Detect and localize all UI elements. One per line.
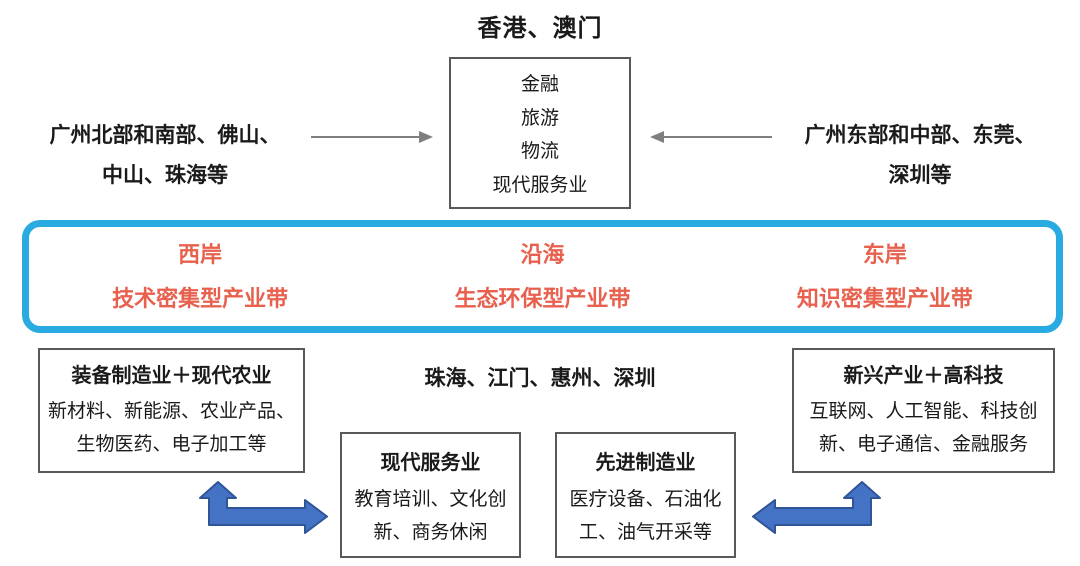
coastal-cities-label: 珠海、江门、惠州、深圳 <box>424 367 656 390</box>
box-detail-line: 新材料、新能源、农业产品、 <box>47 401 295 422</box>
west-source-label: 广州北部和南部、佛山、 中山、珠海等 <box>25 116 305 196</box>
belt-west: 西岸 技术密集型产业带 <box>29 227 371 326</box>
box-title: 装备制造业＋现代农业 <box>71 365 272 387</box>
east-source-line: 深圳等 <box>888 164 952 187</box>
belt-type: 生态环保型产业带 <box>454 286 631 311</box>
belt-name: 西岸 <box>178 242 223 267</box>
belt-type: 知识密集型产业带 <box>796 286 973 311</box>
advanced-manufacturing-box: 先进制造业 医疗设备、石油化 工、油气开采等 <box>555 432 736 558</box>
box-title: 先进制造业 <box>595 452 696 474</box>
east-source-line: 广州东部和中部、东莞、 <box>804 124 1036 147</box>
core-service-item: 旅游 <box>520 107 559 129</box>
industrial-belts-panel: 西岸 技术密集型产业带 沿海 生态环保型产业带 东岸 知识密集型产业带 <box>22 220 1063 333</box>
box-detail-line: 医疗设备、石油化 <box>569 489 722 510</box>
core-service-item: 物流 <box>520 141 559 163</box>
belt-name: 沿海 <box>520 242 565 267</box>
belt-coastal: 沿海 生态环保型产业带 <box>371 227 713 326</box>
box-detail-line: 工、油气开采等 <box>578 522 712 543</box>
belt-name: 东岸 <box>862 242 907 267</box>
modern-services-box: 现代服务业 教育培训、文化创 新、商务休闲 <box>340 432 521 558</box>
belt-type: 技术密集型产业带 <box>112 286 289 311</box>
elbow-double-arrow-right-icon <box>752 481 881 534</box>
box-title: 新兴产业＋高科技 <box>843 365 1004 387</box>
belt-east: 东岸 知识密集型产业带 <box>714 227 1056 326</box>
east-source-label: 广州东部和中部、东莞、 深圳等 <box>788 116 1052 196</box>
core-service-item: 现代服务业 <box>492 174 588 196</box>
elbow-double-arrow-left-icon <box>199 481 328 534</box>
box-detail-line: 新、电子通信、金融服务 <box>818 434 1028 455</box>
east-industries-box: 新兴产业＋高科技 互联网、人工智能、科技创 新、电子通信、金融服务 <box>792 348 1055 473</box>
arrow-left-icon <box>650 131 772 143</box>
box-title: 现代服务业 <box>380 452 481 474</box>
west-industries-box: 装备制造业＋现代农业 新材料、新能源、农业产品、 生物医药、电子加工等 <box>38 348 305 473</box>
hk-macau-label: 香港、澳门 <box>477 15 603 42</box>
west-source-line: 广州北部和南部、佛山、 <box>49 124 281 147</box>
box-detail-line: 新、商务休闲 <box>373 522 488 543</box>
core-services-box: 金融 旅游 物流 现代服务业 <box>449 57 631 209</box>
west-source-line: 中山、珠海等 <box>102 164 228 187</box>
core-service-item: 金融 <box>520 74 559 96</box>
arrow-right-icon <box>311 131 433 143</box>
box-detail-line: 教育培训、文化创 <box>354 489 507 510</box>
box-detail-line: 生物医药、电子加工等 <box>76 434 267 455</box>
box-detail-line: 互联网、人工智能、科技创 <box>809 401 1038 422</box>
